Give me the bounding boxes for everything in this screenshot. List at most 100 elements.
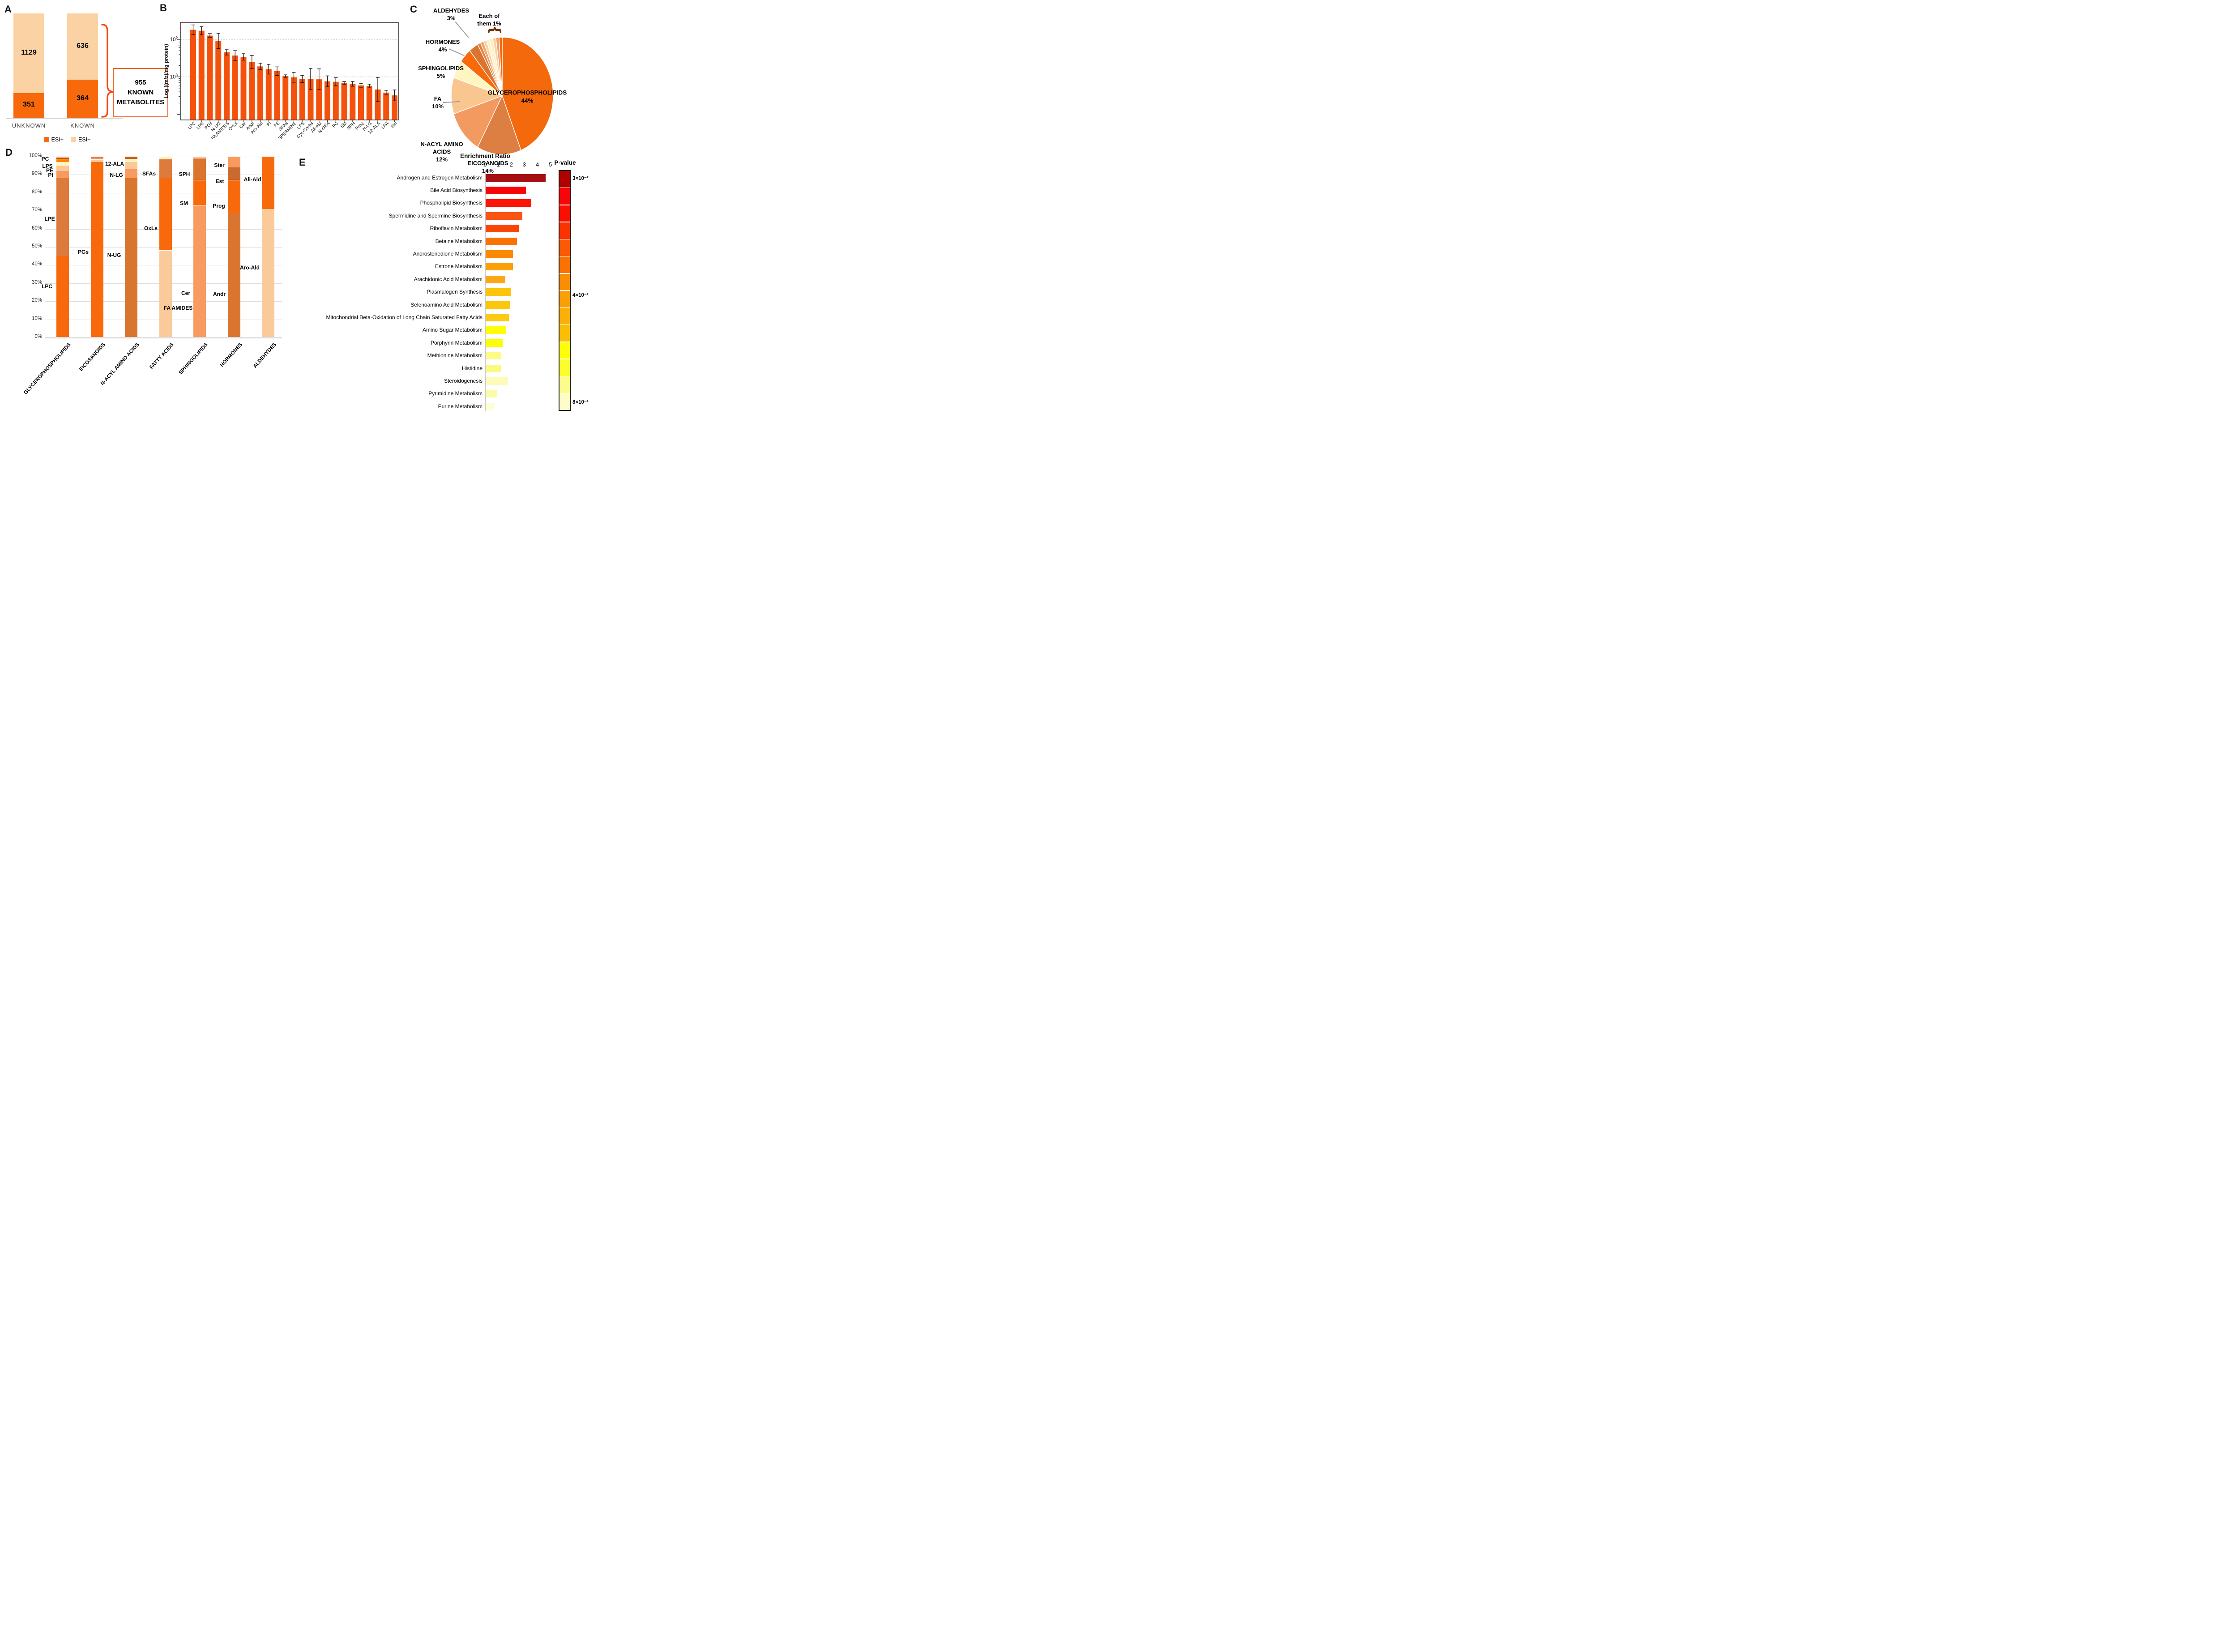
d-ytick-label: 40% bbox=[31, 261, 42, 267]
bar-Aro-Ald bbox=[257, 66, 263, 120]
d-annotation: LPE bbox=[44, 216, 55, 222]
pie-label-line: 4% bbox=[438, 46, 447, 53]
e-xtick-label: 2 bbox=[509, 162, 513, 168]
plot-frame bbox=[180, 22, 399, 120]
e-row-label: Androstenedione Metabolism bbox=[413, 250, 483, 257]
d-ytick-label: 30% bbox=[31, 279, 42, 285]
d-ytick-label: 50% bbox=[31, 243, 42, 249]
e-colorbar-cell bbox=[560, 308, 570, 324]
e-colorbar-cell bbox=[560, 222, 570, 239]
d-segment-unlabeled bbox=[90, 158, 103, 160]
d-segment-PC bbox=[56, 159, 69, 162]
e-row-label: Plasmalogen Synthesis bbox=[427, 289, 483, 295]
pie-slice-N-ACYL AMINO ACIDS bbox=[454, 96, 502, 147]
panel-e-letter: E bbox=[299, 157, 306, 168]
e-bar-2 bbox=[486, 199, 532, 207]
pie-slice-FA bbox=[451, 78, 502, 114]
e-row-label: Spermidine and Spermine Biosynthesis bbox=[389, 212, 483, 219]
bar-known-esi-plus-segment bbox=[67, 80, 98, 118]
pie-label-line: GLYCEROPHOSPHOLIPIDS bbox=[487, 89, 567, 96]
d-annotation: Cer bbox=[181, 290, 191, 296]
e-bar-0 bbox=[486, 174, 546, 182]
panel-a-letter: A bbox=[4, 4, 12, 15]
d-annotation: Andr bbox=[213, 291, 226, 297]
e-colorbar-tick: 8×10⁻¹ bbox=[572, 400, 589, 406]
e-row-label: Amino Sugar Metabolism bbox=[422, 327, 483, 333]
bar-SM bbox=[341, 83, 347, 120]
e-bar-9 bbox=[486, 288, 511, 296]
e-colorbar-cell bbox=[560, 393, 570, 410]
bar-12-ALA bbox=[375, 89, 381, 120]
e-row-label: Pyrimidine Metabolism bbox=[428, 390, 483, 397]
pie-label-line: ACIDS bbox=[432, 148, 451, 155]
d-segment-Est bbox=[227, 167, 240, 180]
panel-b-letter: B bbox=[160, 2, 167, 13]
d-segment-unlabeled bbox=[125, 162, 137, 169]
bar-N-UG bbox=[215, 41, 222, 120]
d-annotation: LPC bbox=[42, 283, 52, 290]
e-colorbar-cell bbox=[560, 256, 570, 273]
d-annotation: SPH bbox=[179, 171, 190, 177]
panel-c-letter: C bbox=[410, 4, 417, 15]
e-bar-13 bbox=[486, 339, 503, 347]
y-axis-title: Log ((m/z)/mg protein) bbox=[164, 44, 169, 98]
bar-SFAs bbox=[282, 76, 289, 120]
pie-label-line: N-ACYL AMINO bbox=[420, 141, 463, 148]
bar-LPE bbox=[198, 30, 205, 120]
d-annotation: Prog bbox=[213, 203, 225, 209]
e-row-label: Histidine bbox=[461, 365, 483, 371]
e-row-label: Phospholipid Biosynthesis bbox=[420, 200, 483, 206]
pie-label-line: them 1% bbox=[477, 20, 501, 27]
e-row-label: Methionine Metabolism bbox=[427, 352, 483, 359]
e-colorbar-cell bbox=[560, 205, 570, 222]
x-category-label: LPC bbox=[187, 121, 197, 131]
d-segment-unlabeled bbox=[90, 157, 103, 158]
e-row-label: Riboflavin Metabolism bbox=[430, 225, 483, 232]
bar-SPH bbox=[350, 84, 356, 120]
d-segment-Ster bbox=[227, 157, 240, 167]
e-colorbar-cell bbox=[560, 359, 570, 376]
d-category-label: SPHINGOLIPIDS bbox=[178, 342, 209, 376]
e-bar-6 bbox=[486, 250, 513, 258]
d-segment-FA AMIDES bbox=[159, 251, 172, 337]
d-segment-N-LG bbox=[125, 169, 137, 178]
bar-known-esi-minus-segment bbox=[67, 13, 98, 80]
e-bar-11 bbox=[486, 313, 509, 321]
x-category-label: PC bbox=[332, 121, 340, 129]
legend-item: ESI+ bbox=[43, 137, 64, 143]
d-segment-PGs bbox=[90, 162, 103, 337]
callout-line: METABOLITES bbox=[116, 98, 165, 106]
brace-path bbox=[101, 24, 114, 118]
legend: ESI+ ESI− bbox=[18, 137, 116, 143]
d-segment-N-UG bbox=[125, 178, 137, 337]
d-ytick-label: 10% bbox=[31, 316, 42, 321]
bar-LPA bbox=[383, 92, 389, 120]
e-pvalue-title: P-value bbox=[554, 159, 576, 166]
pie-label-line: Each of bbox=[478, 13, 500, 20]
e-row-label: Steroidogenesis bbox=[444, 377, 483, 384]
d-ytick-label: 20% bbox=[31, 298, 42, 303]
pie-label-line: 10% bbox=[431, 103, 444, 110]
legend-item: ESI− bbox=[71, 137, 90, 143]
d-annotation: PI bbox=[48, 172, 53, 178]
bar-PE bbox=[274, 71, 280, 120]
d-annotation: Aro-Ald bbox=[240, 265, 260, 271]
y-tick-label: 109 bbox=[170, 36, 178, 43]
e-bar-14 bbox=[486, 352, 501, 360]
d-annotation: Ali-Ald bbox=[243, 176, 261, 183]
d-annotation: PGs bbox=[77, 249, 89, 255]
pie-slice-EICOSANOIDS bbox=[478, 96, 521, 154]
d-annotation: PE bbox=[46, 167, 54, 174]
e-bar-15 bbox=[486, 364, 501, 372]
value-esi-minus-known: 636 bbox=[77, 42, 89, 50]
d-annotation: Est bbox=[215, 178, 224, 184]
d-segment-PI bbox=[56, 171, 69, 178]
pie-label-line: HORMONES bbox=[425, 38, 460, 46]
legend-swatch bbox=[43, 137, 49, 142]
x-category-label: Est bbox=[390, 121, 398, 129]
